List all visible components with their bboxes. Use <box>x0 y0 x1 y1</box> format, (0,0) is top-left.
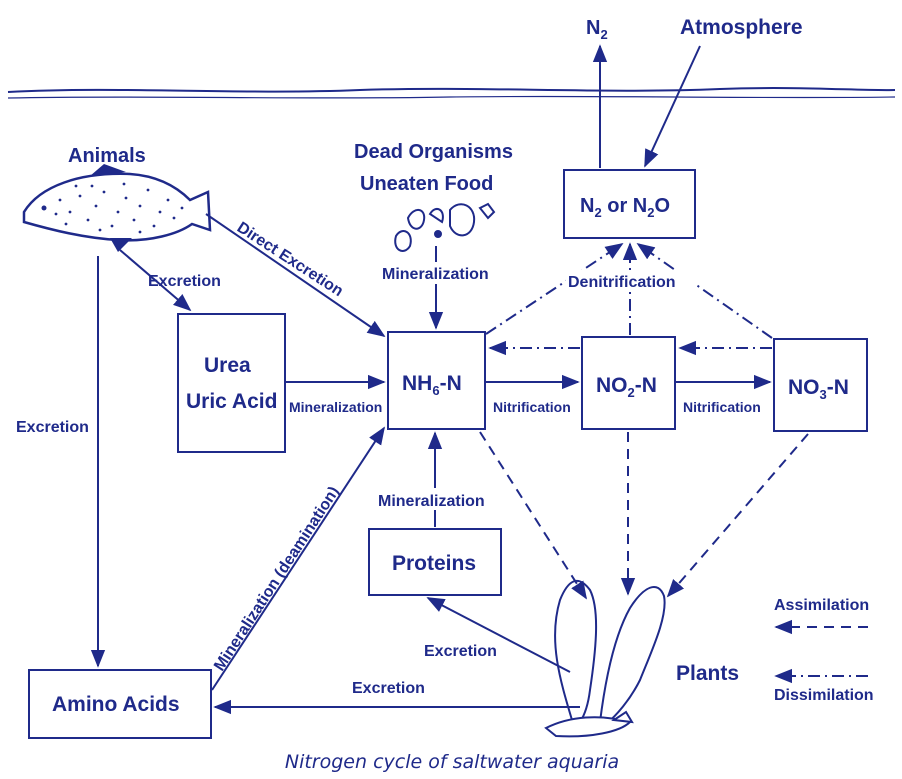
excretion-label-3: Excretion <box>424 643 497 660</box>
urea-uric-acid-box <box>178 314 285 452</box>
arrow-atmosphere-to-box <box>645 46 700 166</box>
arrow-no3-to-plants <box>668 434 808 596</box>
nitrification-label-1: Nitrification <box>493 399 571 415</box>
uric-acid-label: Uric Acid <box>186 390 277 413</box>
mineralization-label-dead: Mineralization <box>382 266 489 283</box>
nitrification-label-2: Nitrification <box>683 399 761 415</box>
proteins-label: Proteins <box>392 552 476 575</box>
urea-label: Urea <box>204 354 251 377</box>
mineralization-label-urea: Mineralization <box>289 399 382 415</box>
direct-excretion-label: Direct Excretion <box>234 219 346 300</box>
denitrification-label: Denitrification <box>568 274 676 291</box>
figure-caption: Nitrogen cycle of saltwater aquaria <box>285 751 619 773</box>
debris-illustration <box>395 204 494 251</box>
plants-label: Plants <box>676 662 739 685</box>
excretion-label-2: Excretion <box>16 419 89 436</box>
legend-dissimilation-label: Dissimilation <box>774 687 874 704</box>
plants-illustration <box>546 581 665 737</box>
n2-or-n2o-label: N2 or N2O <box>580 195 670 220</box>
amino-acids-label: Amino Acids <box>52 693 180 716</box>
n2-label: N2 <box>586 17 608 42</box>
water-surface-line <box>8 88 895 92</box>
atmosphere-label: Atmosphere <box>680 16 803 39</box>
fish-illustration <box>24 164 210 252</box>
excretion-label-4: Excretion <box>352 680 425 697</box>
dead-organisms-label: Dead Organisms <box>354 141 513 163</box>
uneaten-food-label: Uneaten Food <box>360 173 493 195</box>
no2-n-label: NO2-N <box>596 374 657 400</box>
arrow-plants-to-proteins <box>428 598 570 672</box>
excretion-label-1: Excretion <box>148 273 221 290</box>
no3-n-label: NO3-N <box>788 376 849 402</box>
animals-label: Animals <box>68 145 146 167</box>
mineralization-deamination-label: Mineralization (deamination) <box>211 484 343 674</box>
water-surface-line-2 <box>8 96 895 98</box>
mineralization-label-proteins: Mineralization <box>378 493 485 510</box>
nh-n-label: NH6-N <box>402 372 462 398</box>
legend-assimilation-label: Assimilation <box>774 597 869 614</box>
